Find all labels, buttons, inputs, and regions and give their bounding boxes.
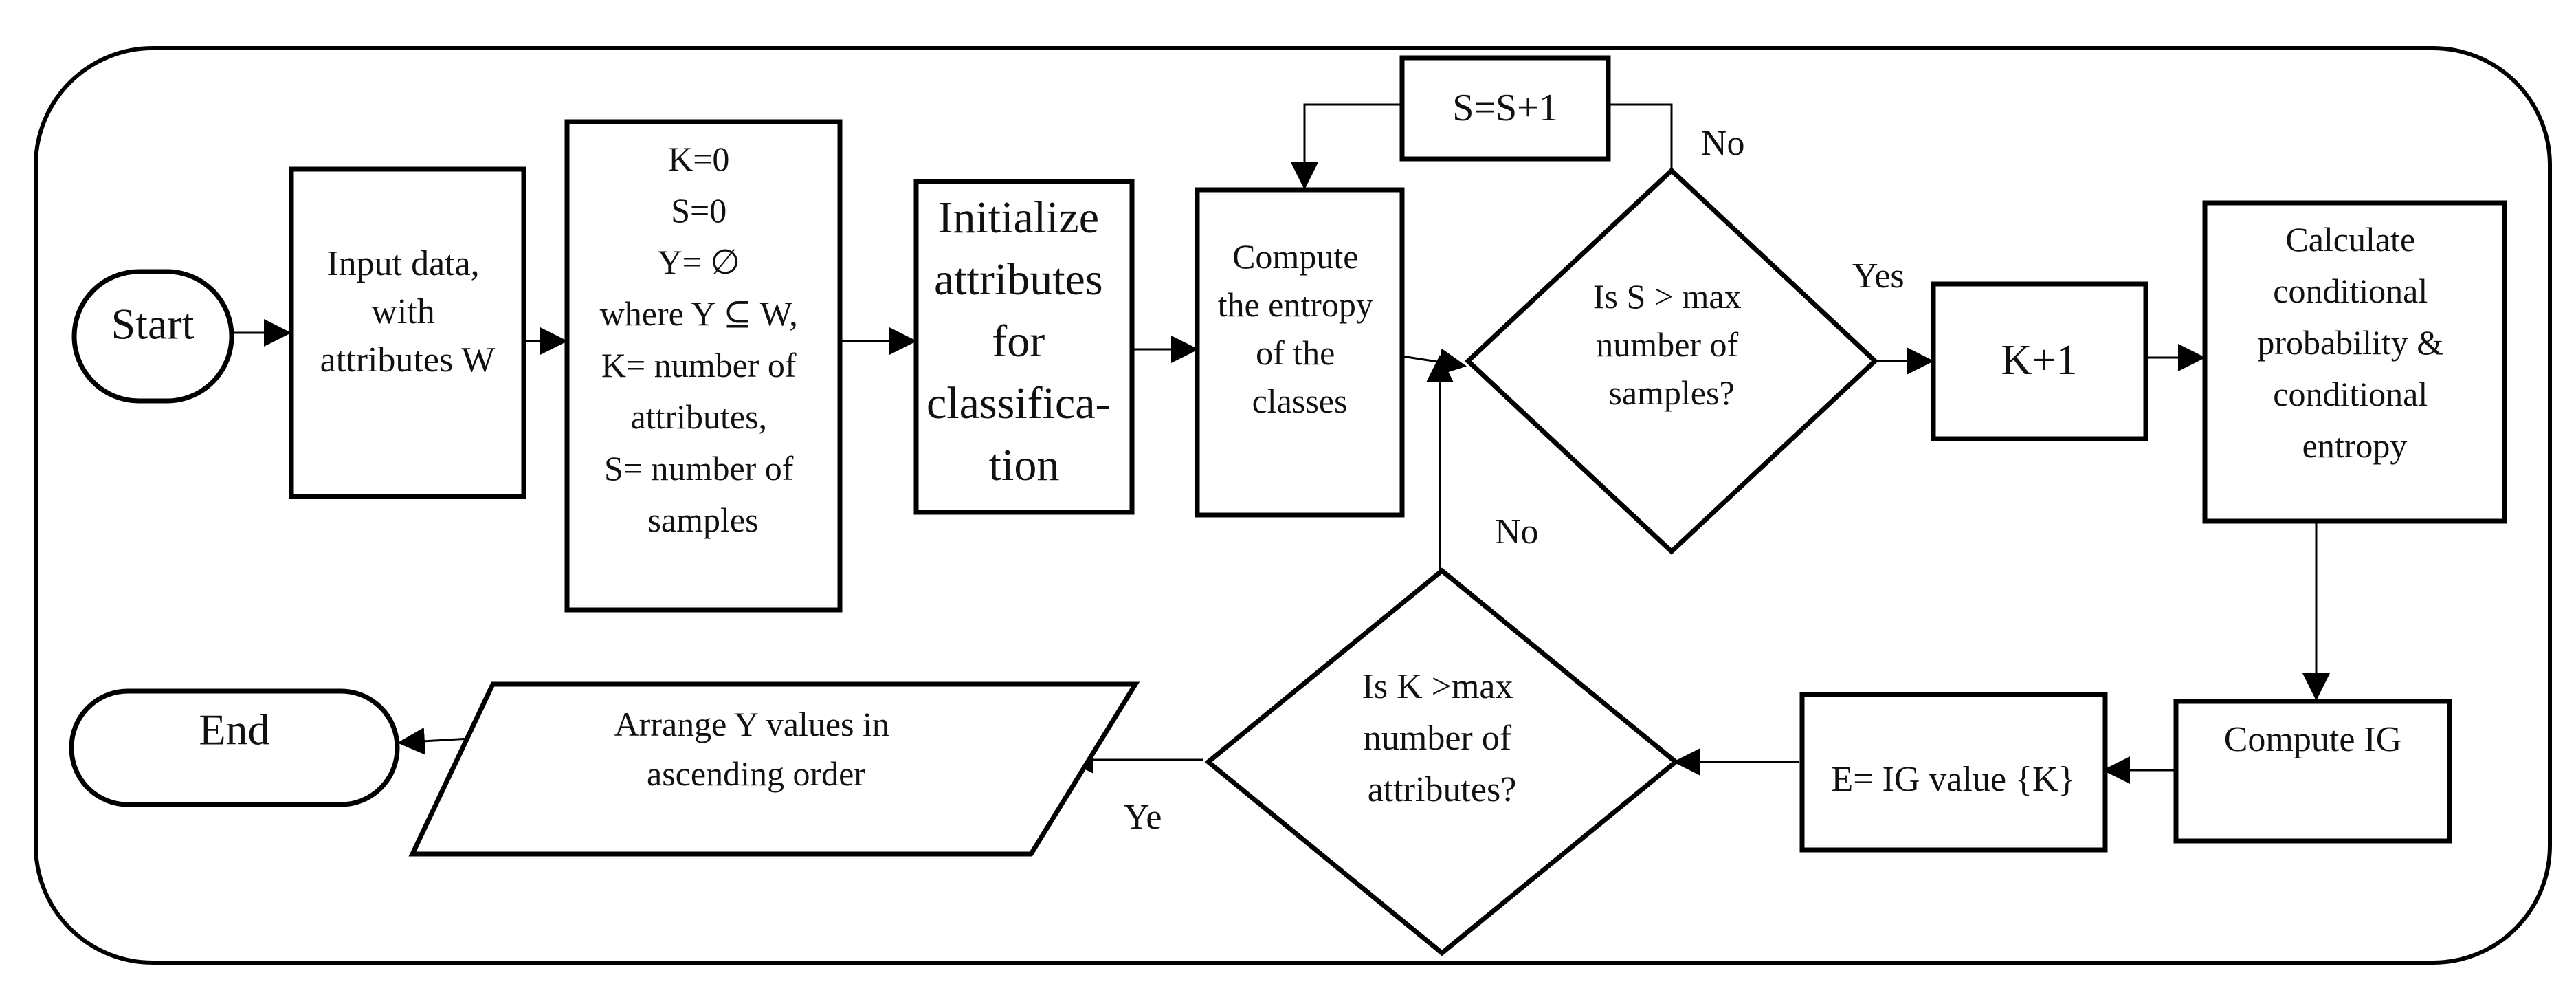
compute-ig-box — [2173, 699, 2452, 844]
edge-s-increment-to-entropy — [1291, 103, 1402, 190]
conditional-entropy-label: Calculate conditional probability & cond… — [2257, 220, 2452, 465]
decision-samples-label: Is S > max number of samples? — [1593, 277, 1750, 412]
conditional-entropy-box — [2202, 200, 2507, 524]
input-data-box — [289, 166, 526, 499]
decision-samples-diamond — [1464, 167, 1879, 555]
edge-decision-s-no-to-s-increment — [1608, 103, 1673, 171]
edge-label-attributes-yes: Ye — [1124, 798, 1162, 837]
arrange-values-label: Arrange Y values in ascending order — [614, 705, 898, 793]
init-variables-box — [564, 119, 843, 613]
decision-attributes-diamond — [1204, 567, 1680, 956]
s-increment-label: S=S+1 — [1452, 87, 1557, 129]
compute-entropy-label: Compute the entropy of the classes — [1218, 237, 1382, 420]
input-data-label: Input data, with attributes W — [320, 244, 496, 380]
init-attributes-box — [913, 179, 1135, 515]
arrange-values-parallelogram — [408, 681, 1140, 857]
compute-ig-label: Compute IG — [2224, 720, 2402, 759]
edge-label-samples-no: No — [1701, 124, 1745, 163]
init-variables-label: K=0 S=0 Y= ∅ where Y ⊆ W, K= number of a… — [600, 140, 807, 539]
e-value-label: E= IG value {K} — [1831, 760, 2075, 799]
decision-attributes-label: Is K >max number of attributes? — [1362, 667, 1522, 809]
e-value-box — [1799, 692, 2108, 853]
end-label: End — [199, 706, 269, 754]
start-terminal — [71, 269, 234, 404]
s-increment-box — [1399, 55, 1611, 162]
compute-entropy-box — [1195, 187, 1405, 518]
edge-label-samples-yes: Yes — [1852, 256, 1905, 296]
k-increment-label: K+1 — [2001, 337, 2078, 384]
k-increment-box — [1931, 281, 2148, 441]
start-label: Start — [111, 300, 195, 349]
end-terminal — [69, 688, 400, 807]
init-attributes-label: Initialize attributes for classifica- ti… — [926, 193, 1122, 490]
edge-label-attributes-no: No — [1495, 512, 1539, 551]
